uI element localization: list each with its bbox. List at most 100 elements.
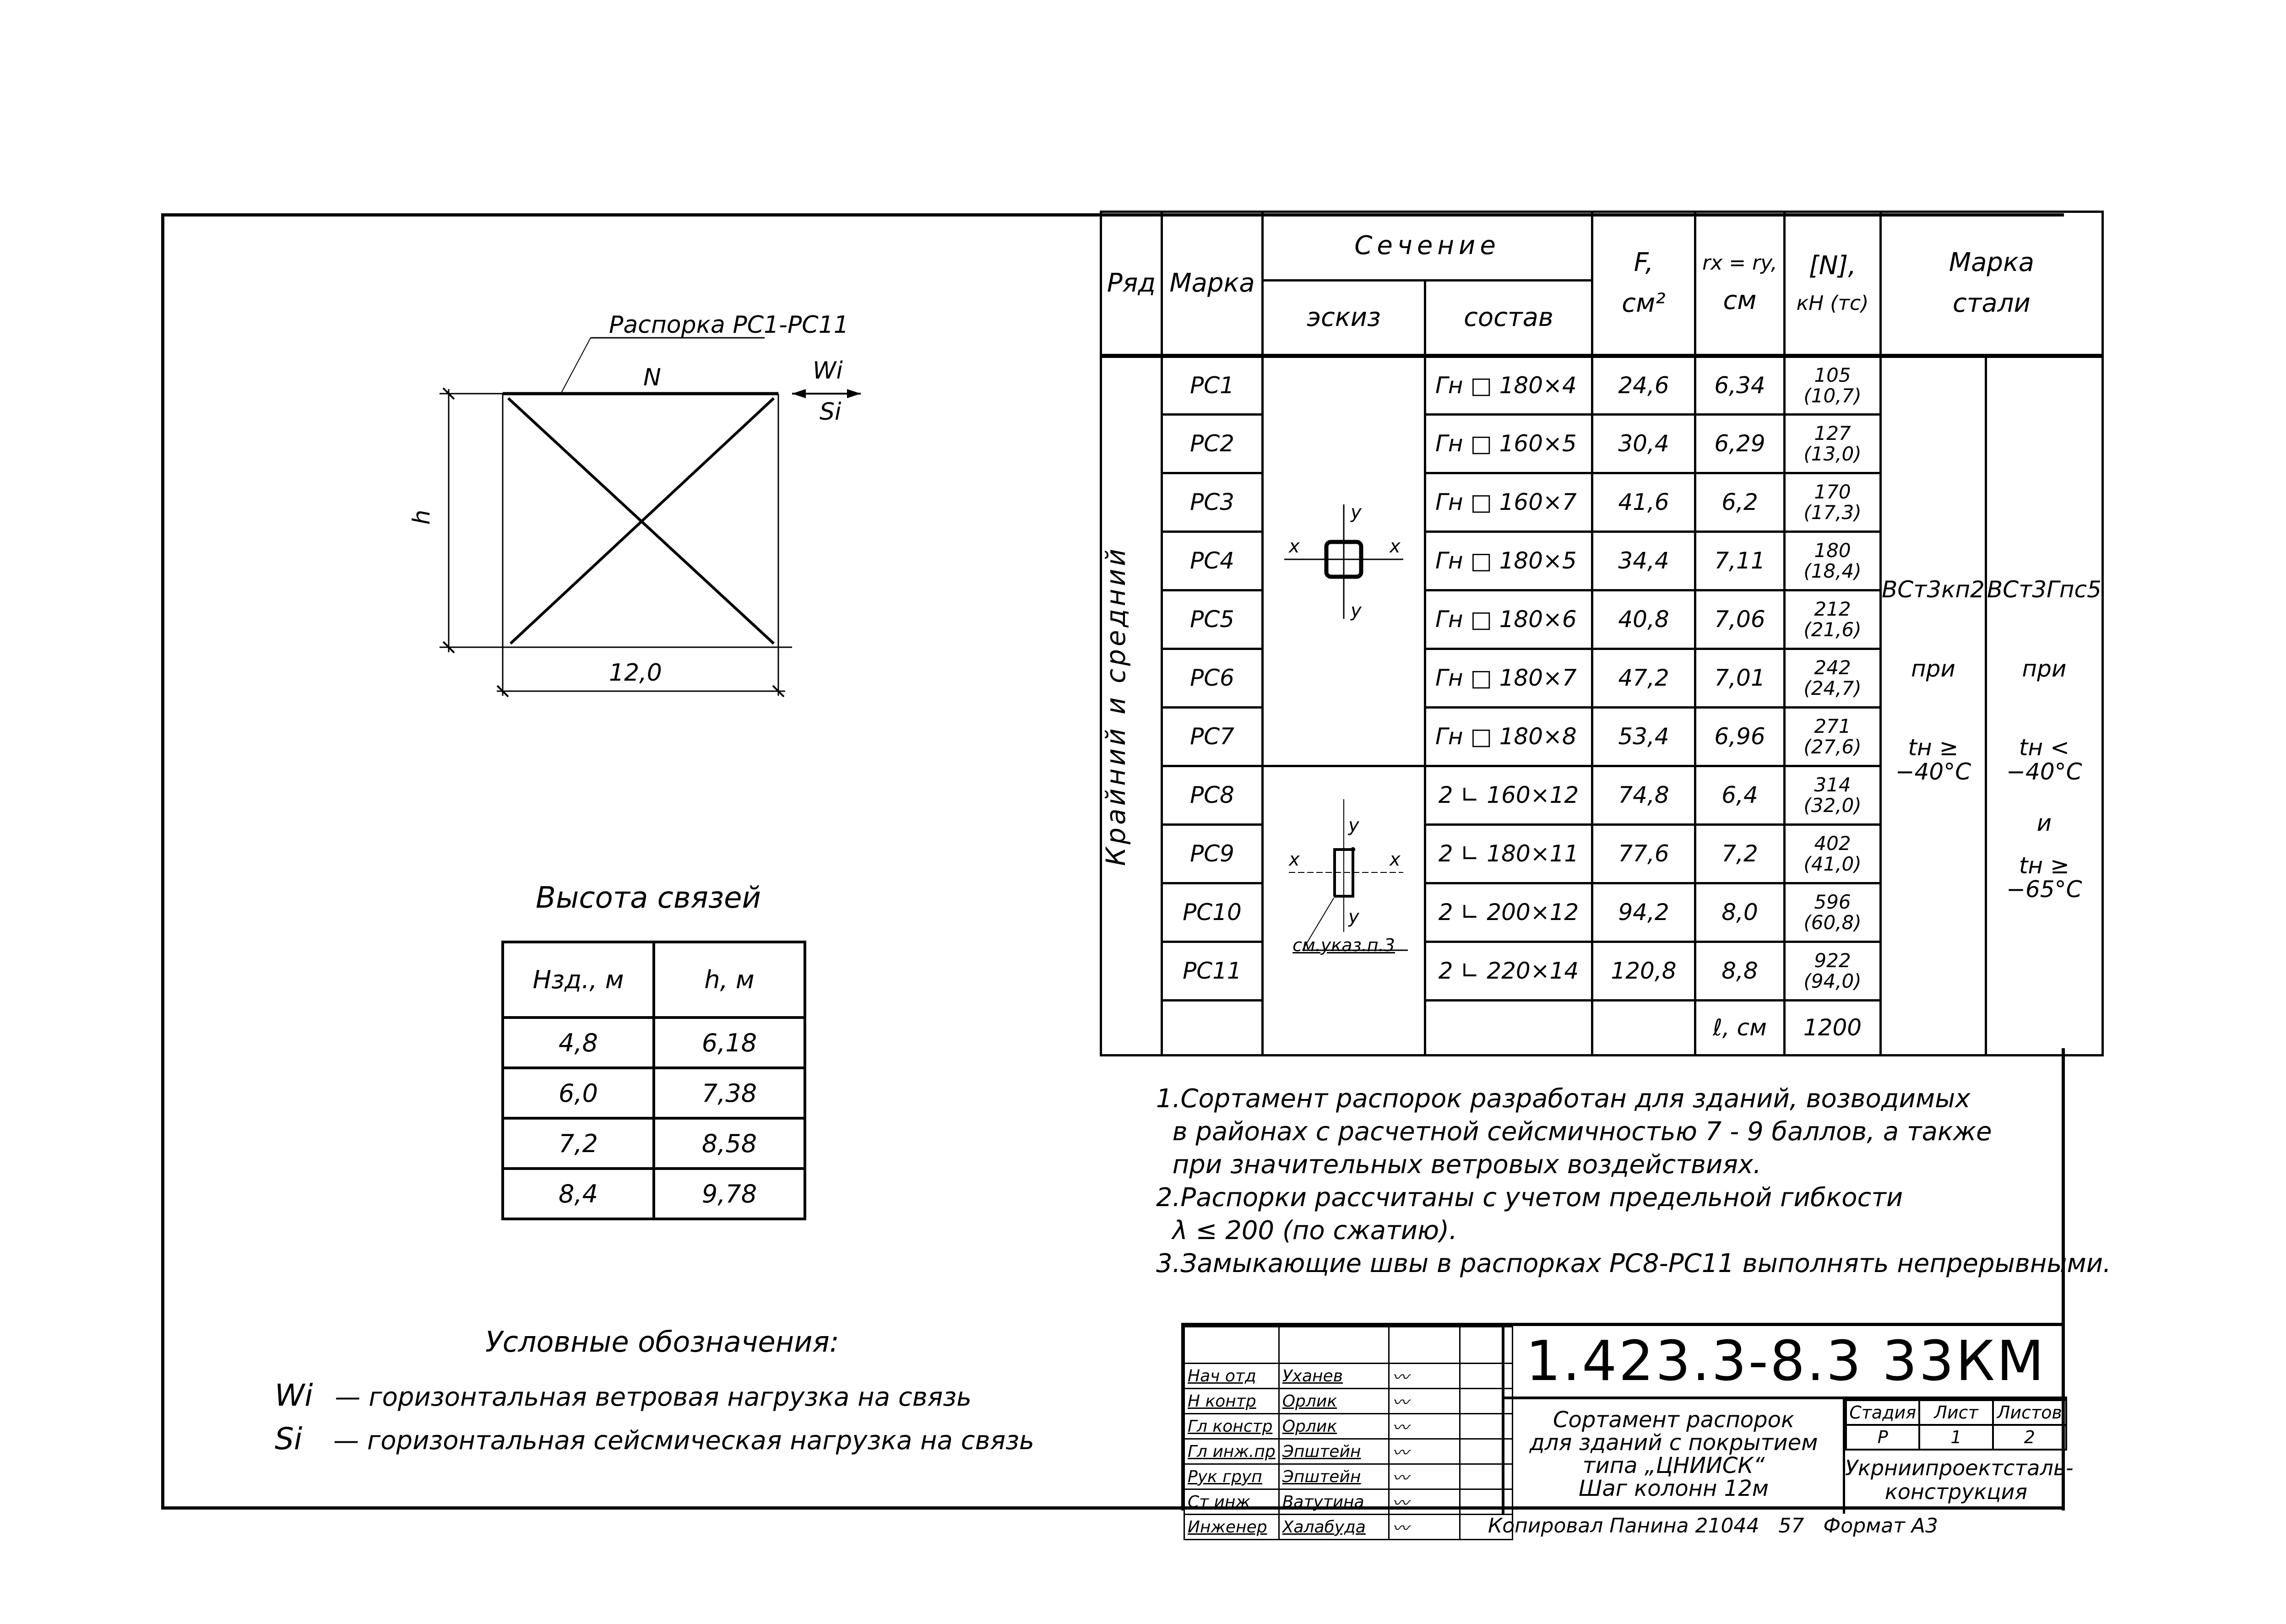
area: 40,8 (1591, 589, 1696, 650)
signature: 〰 (1388, 1438, 1461, 1465)
sketch-tube: x x y y (1261, 354, 1426, 767)
mark: РС3 (1161, 472, 1264, 533)
header-composition: состав (1424, 279, 1593, 357)
force: 105 (10,7) (1783, 354, 1882, 416)
name: Орлик (1278, 1413, 1390, 1440)
force: 127 (13,0) (1783, 413, 1882, 474)
header-sketch: эскиз (1261, 279, 1426, 357)
tube-section-icon: x x y y (1284, 502, 1403, 621)
name: Ватутина (1278, 1489, 1390, 1515)
height-dimension-label: h (408, 509, 436, 525)
table-row: РС5 Гн □ 180×6 40,8 7,06 212 (21,6) (1101, 589, 2103, 650)
table-row: РС9 2 ∟ 180×11 77,6 7,2 402 (41,0) (1101, 823, 2103, 884)
note-line: при значительных ветровых воздействиях. (1156, 1150, 1761, 1180)
legend-symbol: Si (275, 1421, 303, 1456)
cell: 4,8 (501, 1016, 655, 1069)
composition: Гн □ 160×7 (1424, 472, 1593, 533)
header-radius: rx = ry,см (1694, 211, 1786, 357)
role: Гл констр (1184, 1413, 1280, 1440)
name: Эпштейн (1278, 1438, 1390, 1465)
note-line: λ ≤ 200 (по сжатию). (1156, 1216, 1457, 1245)
radius: 7,01 (1694, 648, 1786, 709)
document-code: 1.423.3-8.3 33КМ (1502, 1326, 2067, 1399)
wind-load-label: Wi (813, 357, 843, 384)
force: 402 (41,0) (1783, 823, 1882, 884)
table-row-length: ℓ, см 1200 (1101, 999, 2103, 1056)
radius: 6,29 (1694, 413, 1786, 474)
steel-grade-2: ВСт3Гпс5 при tн < −40°C и tн ≥ −65°C (1984, 354, 2104, 1056)
area: 74,8 (1591, 765, 1696, 826)
cell: 6,0 (501, 1066, 655, 1120)
radius: 6,4 (1694, 765, 1786, 826)
table-row: РС2 Гн □ 160×5 30,4 6,29 127 (13,0) (1101, 413, 2103, 474)
mark: РС6 (1161, 648, 1264, 709)
mark: РС11 (1161, 941, 1264, 1001)
mark: РС7 (1161, 706, 1264, 767)
sheets-header: Листов (1992, 1399, 2068, 1426)
role: Н контр (1184, 1388, 1280, 1414)
svg-text:y: y (1348, 906, 1360, 927)
role: Инженер (1184, 1514, 1280, 1540)
row-group-cell: Крайний и средний (1100, 354, 1163, 1056)
mark: РС9 (1161, 823, 1264, 884)
svg-text:x: x (1389, 849, 1401, 870)
header-section: Сечение (1261, 211, 1593, 281)
area: 77,6 (1591, 823, 1696, 884)
legend-item-seismic: Si — горизонтальная сейсмическая нагрузк… (275, 1421, 1034, 1456)
length-value: 1200 (1783, 999, 1882, 1056)
composition: 2 ∟ 160×12 (1424, 765, 1593, 826)
table-row: РС3 Гн □ 160×7 41,6 6,2 170 (17,3) (1101, 472, 2103, 533)
header-row: Ряд (1100, 211, 1163, 357)
role: Рук груп (1184, 1463, 1280, 1490)
table-row: РС8 x x y y см.указ.п.3 2 ∟ 160×12 74,8 … (1101, 765, 2103, 1056)
organization: Укрниипроектсталь- конструкция (1843, 1450, 2074, 1514)
footer: Копировал Панина 21044 57 Формат А3 (1488, 1514, 1938, 1537)
svg-text:y: y (1350, 600, 1362, 621)
frame-right-edge (2062, 1048, 2065, 1510)
header-mark: Марка (1161, 211, 1264, 357)
area: 94,2 (1591, 882, 1696, 943)
heights-table-title: Высота связей (536, 881, 761, 915)
mark: РС5 (1161, 589, 1264, 650)
composition: Гн □ 180×8 (1424, 706, 1593, 767)
double-angle-section-icon: x x y y (1288, 799, 1408, 951)
composition: Гн □ 180×7 (1424, 648, 1593, 709)
radius: 7,2 (1694, 823, 1786, 884)
signature: 〰 (1388, 1413, 1461, 1440)
mark: РС4 (1161, 531, 1264, 591)
legend-text: — горизонтальная сейсмическая нагрузка н… (333, 1426, 1035, 1456)
mark: РС1 (1161, 354, 1264, 416)
cell: 9,78 (652, 1167, 806, 1220)
signature: 〰 (1388, 1363, 1461, 1389)
force: 242 (24,7) (1783, 648, 1882, 709)
stage-sheet-block: Стадия Лист Листов Р 1 2 (1843, 1399, 2068, 1451)
radius: 6,34 (1694, 354, 1786, 416)
svg-text:x: x (1288, 536, 1300, 557)
table-row: Крайний и средний РС1 x x y y Гн □ 180×4… (1100, 354, 2104, 1056)
legend-item-wind: Wi — горизонтальная ветровая нагрузка на… (275, 1378, 972, 1413)
svg-text:x: x (1288, 849, 1300, 870)
signature: 〰 (1388, 1388, 1461, 1414)
composition: Гн □ 180×6 (1424, 589, 1593, 650)
composition: 2 ∟ 200×12 (1424, 882, 1593, 943)
drawing-description: Сортамент распорок для зданий с покрытие… (1502, 1399, 1843, 1514)
composition: Гн □ 160×5 (1424, 413, 1593, 474)
signature: 〰 (1388, 1463, 1461, 1490)
cell: 6,18 (652, 1016, 806, 1069)
force: 271 (27,6) (1783, 706, 1882, 767)
legend-symbol: Wi (275, 1378, 313, 1413)
name: Эпштейн (1278, 1463, 1390, 1490)
sheet-header: Лист (1918, 1399, 1994, 1426)
force: 170 (17,3) (1783, 472, 1882, 533)
radius: 8,0 (1694, 882, 1786, 943)
stage-header: Стадия (1845, 1399, 1921, 1426)
area: 53,4 (1591, 706, 1696, 767)
legend-text: — горизонтальная ветровая нагрузка на св… (335, 1382, 972, 1412)
radius: 7,11 (1694, 531, 1786, 591)
force: 314 (32,0) (1783, 765, 1882, 826)
sheet-format: Формат А3 (1823, 1514, 1938, 1537)
assortment-table: Ряд Марка Сечение F,см² rx = ry,см [N],к… (1100, 211, 2104, 1056)
name: Орлик (1278, 1388, 1390, 1414)
